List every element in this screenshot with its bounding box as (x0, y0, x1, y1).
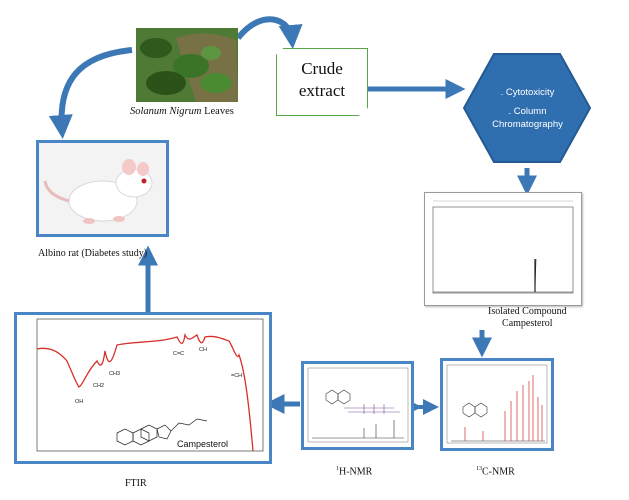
cnmr-caption: 13C-NMR (476, 466, 515, 477)
isolated-line2: Campesterol (502, 318, 553, 329)
arrow-leaves-to-rat (48, 47, 133, 139)
crude-extract-box (276, 48, 368, 116)
ftir-peak-oh: OH (75, 399, 83, 405)
hexagon-line1: . Cytotoxicity (500, 87, 555, 98)
leaves-caption-rest: Leaves (201, 106, 234, 117)
crude-extract-line2: extract (298, 81, 346, 100)
arrow-leaves-to-crude (235, 16, 303, 49)
rat-caption: Albino rat (Diabetes study) (38, 248, 148, 259)
ftir-peak-ch2: CH2 (93, 383, 104, 389)
crude-extract-line1: Crude (301, 59, 343, 78)
hexagon-text: . Cytotoxicity . Column Chromatography (470, 86, 585, 131)
ftir-peak-ch: CH (199, 347, 207, 353)
rat-photo-frame (36, 140, 169, 237)
isolated-caption: Isolated Compound Campesterol (488, 306, 567, 330)
campesterol-label: Campesterol (177, 439, 228, 449)
leaves-photo (136, 28, 238, 102)
ftir-trace (36, 332, 254, 452)
leaves-caption-italic: Solanum Nigrum (130, 106, 202, 117)
cnmr-spectrum (446, 364, 548, 444)
ftir-caption: FTIR (125, 478, 147, 489)
hnmr-spectrum (307, 367, 409, 443)
leaves-caption: Solanum Nigrum Leaves (130, 106, 234, 117)
ftir-spectrum: OH CH2 CH3 C=C CH =CH Campesterol (36, 318, 264, 452)
crude-extract-label: Crude extract (276, 58, 368, 102)
ftir-peak-cc: C=C (173, 351, 184, 357)
hexagon-line3: Chromatography (492, 119, 563, 130)
cnmr-label: C-NMR (482, 466, 515, 478)
rat-image (39, 143, 166, 234)
hnmr-frame (301, 361, 414, 450)
campesterol-structure (116, 418, 208, 446)
ftir-frame: OH CH2 CH3 C=C CH =CH Campesterol (14, 312, 272, 464)
chromatogram-panel (424, 192, 582, 306)
hexagon-line2: . Column (508, 106, 547, 117)
hnmr-label: H-NMR (339, 466, 373, 478)
cnmr-sup: 13 (476, 466, 482, 472)
analysis-hexagon (462, 53, 592, 163)
isolated-line1: Isolated Compound (488, 306, 567, 317)
cnmr-frame (440, 358, 554, 451)
ftir-peak-ch3: CH3 (109, 371, 120, 377)
hnmr-sup: 1 (336, 466, 339, 472)
hnmr-caption: 1H-NMR (336, 466, 372, 477)
ftir-peak-ch-eq: =CH (231, 373, 242, 379)
